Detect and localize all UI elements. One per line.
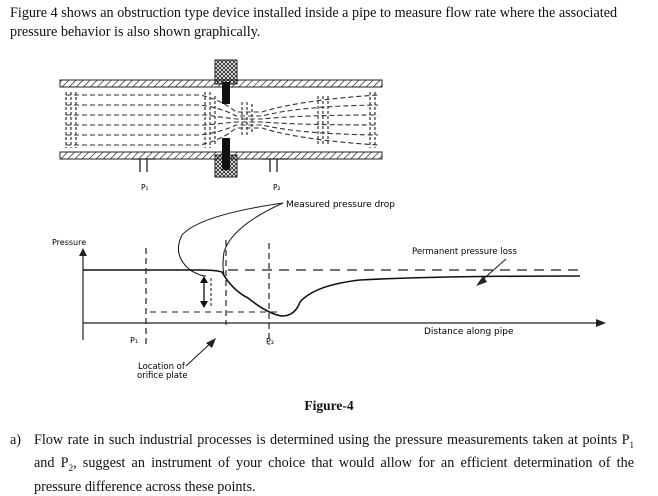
measured-drop-leader [177,202,284,277]
question-text-1: Flow rate in such industrial processes i… [34,432,630,448]
p1-subscript: 1 [629,439,635,450]
measured-drop-label: Measured pressure drop [286,200,395,210]
orifice-location-label-2: orifice plate [137,371,188,381]
p2-subscript: 2 [68,463,74,474]
pressure-curve [83,269,581,317]
p2-bottom-label: P₂ [266,337,274,346]
measured-drop-leader-2 [222,202,284,275]
orifice-location-arrowhead [206,338,216,348]
pressure-axis-label: Pressure [52,238,86,247]
flow-streamlines [66,94,379,146]
pressure-tap-p2 [262,158,288,172]
orifice-plate-bottom [222,138,230,170]
permanent-loss-label: Permanent pressure loss [412,247,517,257]
question-marker: a) [10,432,22,448]
pressure-axis-arrow [79,248,87,256]
permanent-loss-arrowhead [476,276,487,286]
distance-axis-label: Distance along pipe [424,327,514,337]
p2-top-label: P₂ [273,183,281,192]
p1-bottom-label: P₁ [130,336,138,345]
orifice-plate-top [222,82,230,104]
orifice-location-leader [185,340,214,367]
p1-top-label: P₁ [141,183,149,192]
orifice-location-label-1: Location of [138,362,186,372]
figure-caption: Figure-4 [304,398,354,413]
distance-axis-arrow [596,319,606,327]
orifice-flow-figure: P₁ P₂ Measured pressure drop Pressure Di… [52,59,606,381]
question-text-2: and P [34,455,69,472]
question-a: a) Flow rate in such industrial processes… [10,431,635,496]
intro-paragraph: Figure 4 shows an obstruction type devic… [10,5,618,40]
vertical-ticks-left [65,92,376,148]
pressure-tap-p1 [132,158,156,172]
measured-drop-arrowheads [200,276,208,308]
flange-top [214,59,238,85]
